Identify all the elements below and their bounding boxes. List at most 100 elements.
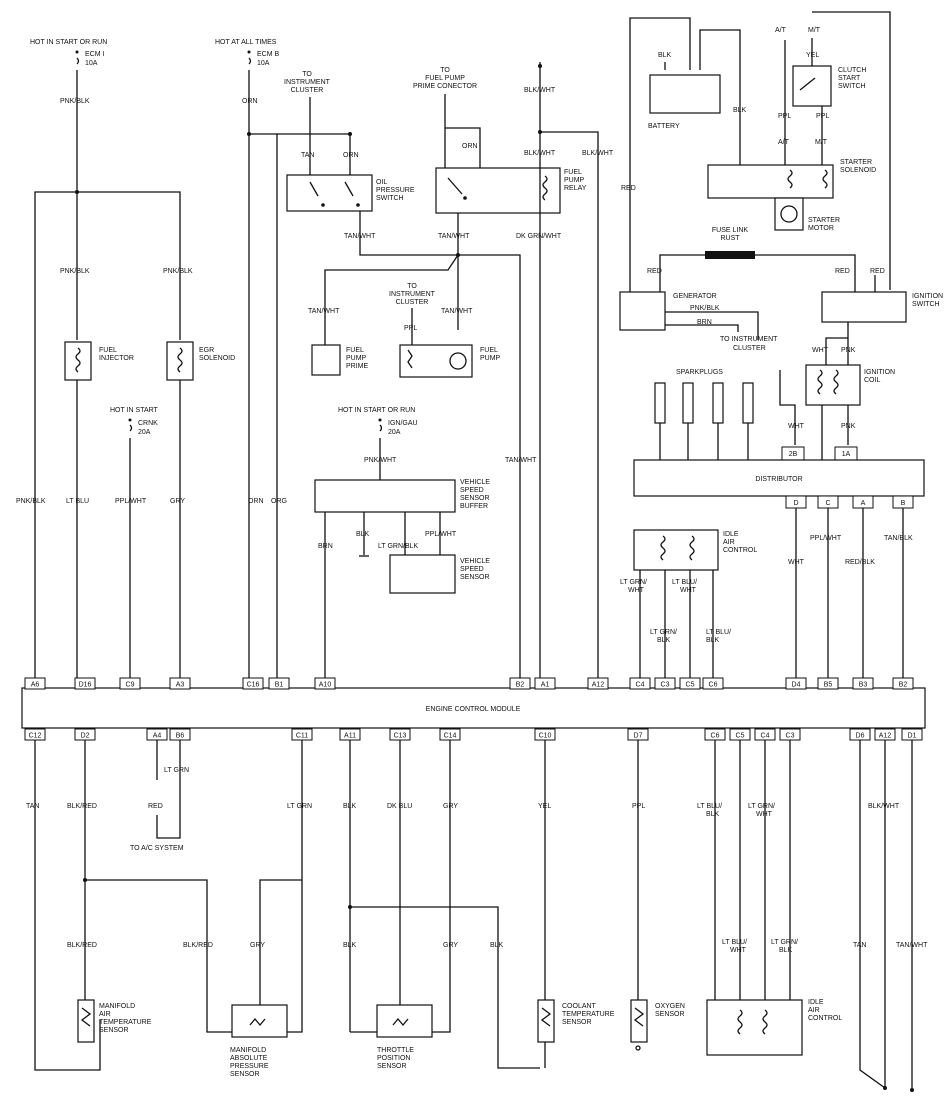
wire-label: BLK <box>658 52 672 59</box>
wire-label: TAN <box>26 803 39 810</box>
coil-label: COIL <box>864 377 880 384</box>
idle-air-control-bottom <box>706 999 803 1056</box>
iac-label: AIR <box>723 539 735 546</box>
pin-label: B <box>901 500 906 507</box>
mat-label: SENSOR <box>99 1027 129 1034</box>
wire-label: RED <box>870 268 885 275</box>
ecm-top-pin: B2 <box>892 677 914 690</box>
wire <box>34 740 101 1071</box>
wire-label: PPL/WHT <box>425 531 457 538</box>
tps-label: SENSOR <box>377 1063 407 1070</box>
ecm-bottom-pin-label: C14 <box>444 733 457 740</box>
ecm-bottom-pin: C12 <box>24 728 46 741</box>
ecm-bottom-pin: C4 <box>754 728 776 741</box>
ecm-bottom-pin: C5 <box>729 728 751 741</box>
fuse-ecmb-symbol <box>248 57 252 65</box>
mat-label: AIR <box>99 1011 111 1018</box>
distributor <box>633 459 925 497</box>
wire-label: M/T <box>815 139 828 146</box>
ecm-top-pin: C9 <box>119 677 141 690</box>
pin-label: A <box>861 500 866 507</box>
switch-contact <box>799 77 816 91</box>
wire-label: ORG <box>271 498 287 505</box>
throttle-position-sensor <box>376 1004 433 1038</box>
fuel-pump-label: PUMP <box>480 355 501 362</box>
iac-label: IDLE <box>808 999 824 1006</box>
coil-icon <box>822 169 828 189</box>
engine-control-module <box>21 687 926 729</box>
starter-solenoid <box>707 164 834 199</box>
switch-contact <box>309 181 319 197</box>
wire-label: BRN <box>318 543 333 550</box>
ecm-bottom-pin: D1 <box>901 728 923 741</box>
wire <box>34 191 181 678</box>
fuse-ecm1-label: ECM I <box>85 51 105 58</box>
splice <box>883 1086 887 1090</box>
solenoid-label: SOLENOID <box>840 167 876 174</box>
oxygen-sensor <box>630 999 648 1043</box>
fuse-terminal <box>247 50 251 54</box>
fuse-crnk-symbol <box>129 424 133 432</box>
starter-motor <box>774 197 804 231</box>
wire-label: TAN/WHT <box>505 457 537 464</box>
sparkplug <box>654 382 666 460</box>
ecm-top-pin: C6 <box>702 677 724 690</box>
wire <box>859 740 886 1089</box>
ecm-bottom-pin-label: B6 <box>176 733 185 740</box>
fuse-ecm1-amp: 10A <box>85 60 98 67</box>
ecm-bottom-pin-label: D2 <box>81 733 90 740</box>
generator <box>619 291 666 331</box>
ecm-top-pin-label: B5 <box>824 682 833 689</box>
clutch-start-switch <box>792 65 832 107</box>
ignition-switch <box>821 291 907 323</box>
pin-label: 2B <box>789 451 798 458</box>
wire <box>350 906 540 1069</box>
vss-buffer-label: BUFFER <box>460 503 488 510</box>
vehicle-speed-sensor <box>389 554 456 594</box>
fuse-terminal <box>128 418 132 422</box>
ecm-bottom-pin-label: C12 <box>29 733 42 740</box>
ecm-bottom-pin-label: C13 <box>394 733 407 740</box>
map-label: PRESSURE <box>230 1063 269 1070</box>
ecm-top-pin: A3 <box>169 677 191 690</box>
iac-label: CONTROL <box>808 1015 842 1022</box>
wire-label: ORN <box>343 152 359 159</box>
wire <box>629 17 691 300</box>
ecm-bottom-pin-label: C11 <box>296 733 308 740</box>
wire-label: LT BLU <box>66 498 89 505</box>
wire-label: WHT <box>756 811 773 818</box>
ecm-top-pin: A10 <box>314 677 336 690</box>
iac-label: IDLE <box>723 531 739 538</box>
coil-icon <box>762 1009 768 1035</box>
contact-point <box>356 203 360 207</box>
wire-label: WHT <box>680 587 697 594</box>
ecm-bottom-pin: C6 <box>704 728 726 741</box>
wire-label: PNK <box>841 347 856 354</box>
egr-solenoid <box>166 341 194 381</box>
idle-air-control-top <box>633 529 719 571</box>
egr-solenoid-label: SOLENOID <box>199 355 235 362</box>
motor-icon <box>780 205 798 223</box>
relay-label: FUEL <box>564 169 582 176</box>
ignition-switch-label: SWITCH <box>912 301 940 308</box>
wire <box>812 11 891 290</box>
ecm-bottom-pin: A11 <box>339 728 361 741</box>
ecm-top-pin-label: B3 <box>859 682 868 689</box>
oil-switch-label: OIL <box>376 179 387 186</box>
wire <box>432 740 451 1033</box>
clutch-label: START <box>838 75 861 82</box>
ecm-bottom-pin: C3 <box>779 728 801 741</box>
wire-label: PNK <box>841 423 856 430</box>
to-cluster-label: TO INSTRUMENT <box>720 336 778 343</box>
wire-label: RED <box>621 185 636 192</box>
vss-label: SPEED <box>460 566 484 573</box>
wire-label: DK BLU <box>387 803 412 810</box>
to-cluster-label: INSTRUMENT <box>284 79 331 86</box>
ecm-top-pin: A6 <box>24 677 46 690</box>
sparkplugs <box>654 382 754 460</box>
coil-label: IGNITION <box>864 369 895 376</box>
egr-solenoid-label: EGR <box>199 347 214 354</box>
ecm-top-pin: B1 <box>268 677 290 690</box>
ecm-bottom-pin: C14 <box>439 728 461 741</box>
wire-label: PNK/BLK <box>16 498 46 505</box>
